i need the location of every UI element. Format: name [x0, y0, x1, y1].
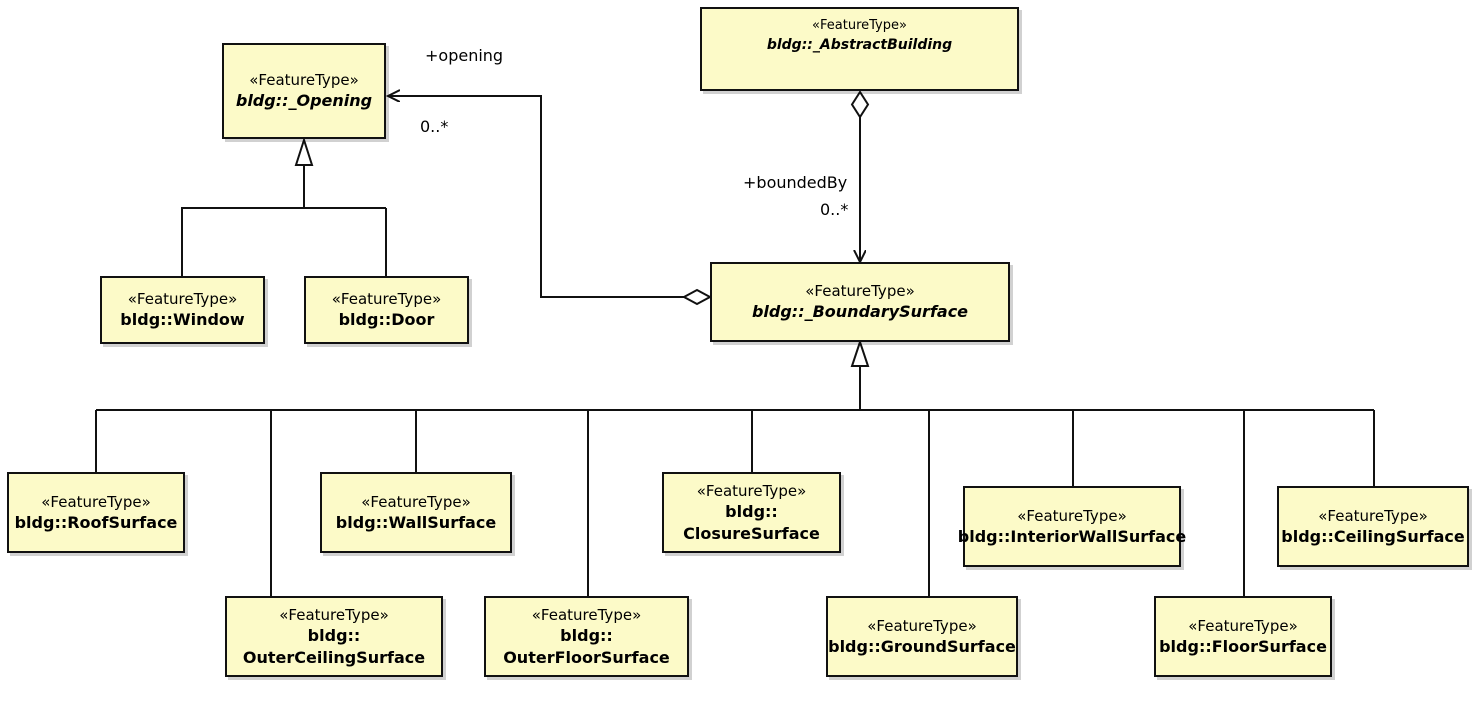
class-name: bldg::CeilingSurface	[1281, 526, 1465, 546]
class-boundary-surface[interactable]: «FeatureType» bldg::_BoundarySurface	[710, 262, 1010, 342]
class-floor-surface[interactable]: «FeatureType» bldg::FloorSurface	[1154, 596, 1332, 677]
boundedby-multiplicity-label: 0..*	[820, 200, 849, 219]
generalization-triangle-boundary	[850, 338, 870, 367]
class-outer-floor-surface[interactable]: «FeatureType» bldg:: OuterFloorSurface	[484, 596, 689, 677]
class-name-line2: ClosureSurface	[683, 523, 820, 543]
class-name: bldg::_Opening	[235, 91, 373, 110]
class-name-line2: OuterFloorSurface	[503, 647, 670, 667]
stereotype-label: «FeatureType»	[1318, 506, 1428, 525]
class-roof-surface[interactable]: «FeatureType» bldg::RoofSurface	[7, 472, 185, 553]
aggregation-diamond-boundary	[681, 288, 713, 306]
class-name: bldg::RoofSurface	[14, 512, 178, 532]
class-ground-surface[interactable]: «FeatureType» bldg::GroundSurface	[826, 596, 1018, 677]
class-name: bldg::Door	[338, 310, 435, 329]
stereotype-label: «FeatureType»	[331, 290, 442, 308]
opening-role-label: +opening	[425, 46, 504, 65]
generalization-window-to-opening	[181, 166, 305, 276]
class-opening[interactable]: «FeatureType» bldg::_Opening	[222, 43, 386, 139]
aggregation-diamond-building	[850, 90, 870, 119]
stereotype-label: «FeatureType»	[41, 492, 151, 511]
stereotype-label: «FeatureType»	[1017, 506, 1127, 525]
class-wall-surface[interactable]: «FeatureType» bldg::WallSurface	[320, 472, 512, 553]
class-name: bldg::WallSurface	[335, 512, 497, 532]
class-name-line1: bldg::	[725, 501, 778, 521]
generalization-triangle-opening	[294, 136, 314, 166]
class-name: bldg::_BoundarySurface	[751, 302, 969, 321]
stereotype-label: «FeatureType»	[696, 481, 807, 500]
class-name: bldg::GroundSurface	[828, 636, 1016, 656]
stereotype-label: «FeatureType»	[249, 71, 359, 89]
boundedby-role-label: +boundedBy	[743, 173, 848, 192]
stereotype-label: «FeatureType»	[805, 282, 915, 300]
association-opening-line	[388, 96, 684, 298]
stereotype-label: «FeatureType»	[127, 290, 238, 308]
class-name-line2: OuterCeilingSurface	[242, 647, 426, 667]
class-window[interactable]: «FeatureType» bldg::Window	[100, 276, 265, 344]
class-outer-ceiling-surface[interactable]: «FeatureType» bldg:: OuterCeilingSurface	[225, 596, 443, 677]
class-door[interactable]: «FeatureType» bldg::Door	[304, 276, 469, 344]
class-ceiling-surface[interactable]: «FeatureType» bldg::CeilingSurface	[1277, 486, 1469, 567]
stereotype-label: «FeatureType»	[531, 605, 642, 624]
class-abstract-building[interactable]: «FeatureType» bldg::_AbstractBuilding	[700, 7, 1019, 91]
stereotype-label: «FeatureType»	[279, 605, 389, 624]
class-name-line1: bldg::	[560, 625, 613, 645]
class-name: bldg::_AbstractBuilding	[766, 37, 953, 53]
class-name: bldg::FloorSurface	[1159, 636, 1327, 656]
class-closure-surface[interactable]: «FeatureType» bldg:: ClosureSurface	[662, 472, 841, 553]
class-name: bldg::Window	[120, 310, 245, 329]
class-name: bldg::InteriorWallSurface	[957, 526, 1187, 546]
stereotype-label: «FeatureType»	[867, 616, 977, 635]
stereotype-label: «FeatureType»	[812, 18, 907, 33]
stereotype-label: «FeatureType»	[361, 492, 471, 511]
opening-multiplicity-label: 0..*	[420, 117, 449, 136]
stereotype-label: «FeatureType»	[1188, 616, 1298, 635]
class-interior-wall-surface[interactable]: «FeatureType» bldg::InteriorWallSurface	[958, 486, 1186, 567]
class-name-line1: bldg::	[307, 625, 361, 645]
